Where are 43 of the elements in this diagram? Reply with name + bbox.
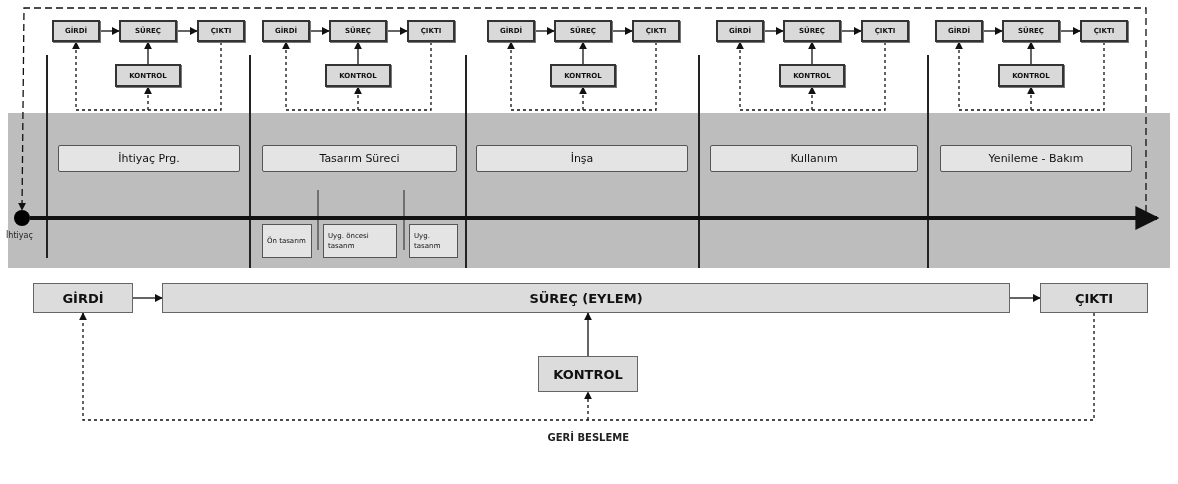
- arrow: [30, 206, 1160, 230]
- arrow: [354, 41, 362, 65]
- arrow: [132, 294, 163, 302]
- dashed-arrow: [1027, 86, 1035, 111]
- dashed-arrow: [144, 86, 152, 111]
- dashed-arrow: [955, 41, 1105, 111]
- node-caption: İhtiyaç: [6, 231, 33, 240]
- arrow: [763, 27, 784, 35]
- arrow: [144, 41, 152, 65]
- arrow: [386, 27, 408, 35]
- dashed-arrow: [18, 7, 1147, 213]
- control-box: KONTROL: [538, 356, 638, 392]
- dashed-arrow: [579, 86, 587, 111]
- arrow: [176, 27, 198, 35]
- dashed-arrow: [808, 86, 816, 111]
- arrow: [982, 27, 1003, 35]
- dashed-arrow: [79, 312, 1095, 421]
- arrow: [611, 27, 633, 35]
- dashed-arrow: [584, 391, 592, 421]
- arrow: [99, 27, 120, 35]
- input-box: GİRDİ: [33, 283, 133, 313]
- arrow: [584, 312, 592, 357]
- arrow: [808, 41, 816, 65]
- arrow: [534, 27, 555, 35]
- process-box: SÜREÇ (EYLEM): [162, 283, 1010, 313]
- edge-label: GERİ BESLEME: [545, 432, 632, 443]
- dashed-arrow: [282, 41, 432, 111]
- arrow: [1009, 294, 1041, 302]
- phase-box: Kullanım: [710, 145, 918, 172]
- dashed-arrow: [736, 41, 886, 111]
- arrow: [840, 27, 862, 35]
- phase-box: İhtiyaç Prg.: [58, 145, 240, 172]
- arrow: [309, 27, 330, 35]
- arrow: [1059, 27, 1081, 35]
- phase-box: Yenileme - Bakım: [940, 145, 1132, 172]
- arrow: [1027, 41, 1035, 65]
- dashed-arrow: [72, 41, 222, 111]
- phase-box: İnşa: [476, 145, 688, 172]
- arrow: [579, 41, 587, 65]
- phase-box: Tasarım Süreci: [262, 145, 457, 172]
- output-box: ÇIKTI: [1040, 283, 1148, 313]
- dashed-arrow: [354, 86, 362, 111]
- dashed-arrow: [507, 41, 657, 111]
